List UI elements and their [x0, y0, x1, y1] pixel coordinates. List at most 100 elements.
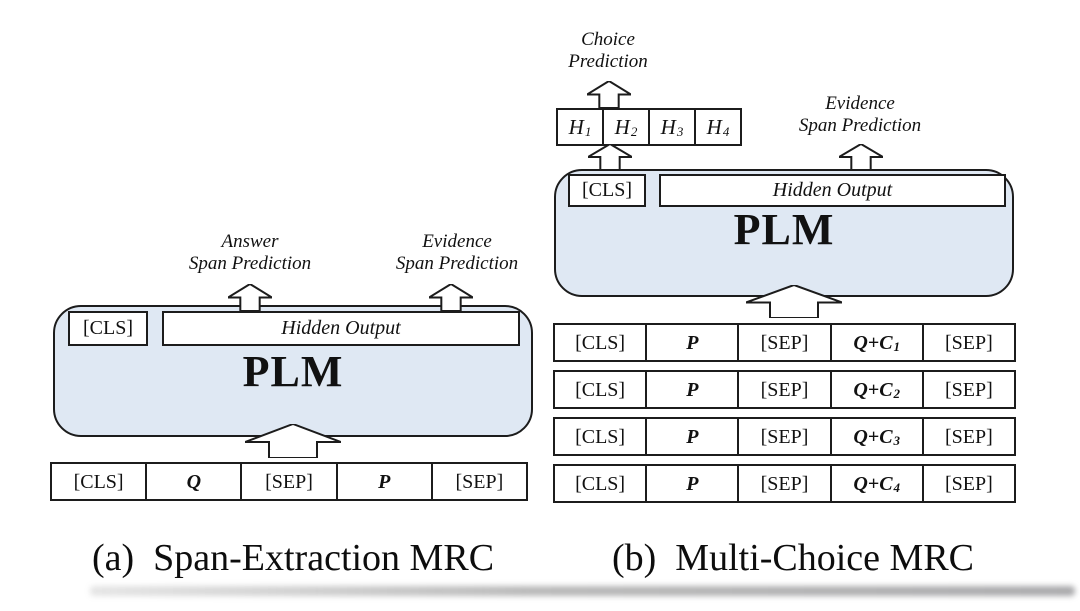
token-text: P: [686, 472, 699, 495]
cls-output-box-b: [CLS]: [568, 174, 646, 207]
answer-span-prediction-label: Answer Span Prediction: [189, 231, 311, 275]
up-arrow-icon: [588, 144, 632, 170]
up-arrow-icon: [839, 144, 883, 170]
input-token-row-a: [CLS] Q [SEP] P [SEP]: [50, 462, 528, 501]
cls-output-label-b: [CLS]: [582, 179, 632, 201]
token-cell: [SEP]: [430, 464, 526, 499]
choice-prediction-label: Choice Prediction: [568, 29, 648, 73]
token-cell: [CLS]: [555, 325, 645, 360]
token-text: H: [660, 114, 676, 139]
token-text: Q+C: [853, 472, 893, 495]
hidden-output-box-a: Hidden Output: [162, 311, 520, 346]
token-cell: [CLS]: [555, 466, 645, 501]
token-text: Q+C: [853, 331, 893, 354]
evidence-span-prediction-label-b: Evidence Span Prediction: [799, 93, 921, 137]
cls-output-label-a: [CLS]: [83, 317, 133, 339]
hidden-output-box-b: Hidden Output: [659, 174, 1006, 207]
token-text: Q+C: [853, 378, 893, 401]
token-cell: P: [335, 464, 431, 499]
token-cell: P: [645, 466, 737, 501]
token-text: Q+C: [853, 425, 893, 448]
token-cell: P: [645, 372, 737, 407]
token-cell: P: [645, 325, 737, 360]
caption-a: (a) Span-Extraction MRC: [91, 537, 495, 579]
token-text: [SEP]: [945, 331, 993, 354]
choice-prediction-line2: Prediction: [568, 51, 648, 72]
token-text: P: [686, 425, 699, 448]
token-text: [SEP]: [760, 378, 809, 401]
token-cell: [SEP]: [737, 466, 829, 501]
plm-title-b: PLM: [733, 205, 835, 254]
evidence-span-prediction-b-line2: Span Prediction: [798, 115, 922, 136]
token-text: H: [568, 114, 584, 139]
token-cell: P: [645, 419, 737, 454]
up-arrow-icon: [429, 284, 473, 311]
token-text: [SEP]: [945, 425, 993, 448]
evidence-span-prediction-a-line2: Span Prediction: [395, 253, 519, 274]
token-text: [SEP]: [760, 425, 809, 448]
token-text: [CLS]: [73, 470, 124, 493]
token-subscript: 2: [893, 386, 901, 401]
token-subscript: 1: [584, 123, 592, 139]
token-text: [SEP]: [760, 331, 809, 354]
token-text: Q: [186, 470, 202, 493]
token-subscript: 4: [893, 480, 901, 495]
token-text: [SEP]: [760, 472, 809, 495]
token-text: [SEP]: [455, 470, 504, 493]
answer-span-prediction-line1: Answer: [221, 231, 279, 252]
token-cell: [SEP]: [240, 464, 335, 499]
up-arrow-icon: [228, 284, 272, 311]
caption-b: (b) Multi-Choice MRC: [611, 537, 975, 579]
token-subscript: 3: [893, 433, 901, 448]
up-arrow-icon: [587, 81, 631, 108]
choice-prediction-line1: Choice: [581, 29, 635, 50]
token-text: [CLS]: [575, 331, 626, 354]
token-subscript: 4: [722, 123, 730, 139]
token-cell: [SEP]: [921, 466, 1014, 501]
token-text: [SEP]: [945, 472, 993, 495]
token-text: [CLS]: [575, 472, 626, 495]
token-cell: [SEP]: [737, 372, 829, 407]
token-text: [SEP]: [945, 378, 993, 401]
token-text: [CLS]: [575, 425, 626, 448]
token-cell: [CLS]: [555, 419, 645, 454]
token-text: H: [706, 114, 722, 139]
token-cell: [SEP]: [921, 372, 1014, 407]
cls-output-box-a: [CLS]: [68, 311, 148, 346]
up-arrow-icon: [746, 285, 842, 318]
token-cell: Q: [145, 464, 240, 499]
token-subscript: 3: [676, 123, 684, 139]
hidden-output-label-a: Hidden Output: [281, 317, 401, 339]
token-text: [SEP]: [265, 470, 313, 493]
token-text: [CLS]: [575, 378, 626, 401]
token-subscript: 1: [893, 339, 901, 354]
evidence-span-prediction-a-line1: Evidence: [422, 231, 492, 252]
token-text: P: [686, 331, 699, 354]
up-arrow-icon: [245, 424, 341, 458]
token-text: P: [378, 470, 391, 493]
token-cell: [CLS]: [555, 372, 645, 407]
token-cell: [SEP]: [921, 325, 1014, 360]
hidden-output-label-b: Hidden Output: [772, 179, 893, 201]
evidence-span-prediction-b-line1: Evidence: [825, 93, 895, 114]
token-cell: [CLS]: [52, 464, 145, 499]
answer-span-prediction-line2: Span Prediction: [188, 253, 312, 274]
token-text: P: [686, 378, 699, 401]
token-subscript: 2: [630, 123, 638, 139]
token-cell: [SEP]: [921, 419, 1014, 454]
token-cell: [SEP]: [737, 419, 829, 454]
evidence-span-prediction-label-a: Evidence Span Prediction: [396, 231, 518, 275]
